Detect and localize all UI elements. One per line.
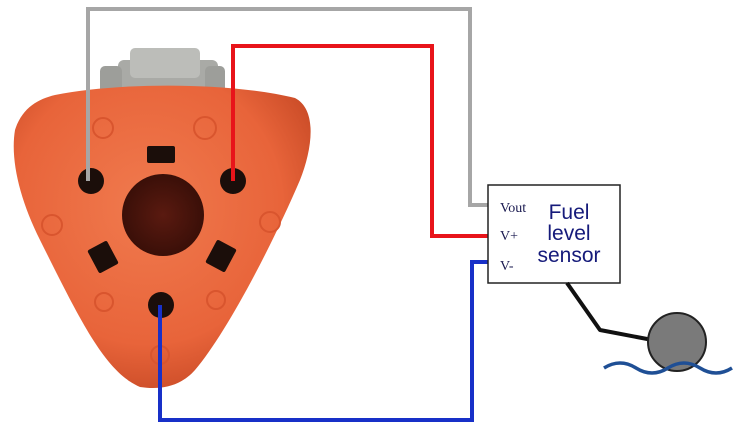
center-hole — [122, 174, 204, 256]
sensor-title-line-2: level — [547, 222, 590, 245]
molded-mark — [206, 290, 226, 310]
signal-wire — [86, 7, 488, 207]
molded-mark — [193, 116, 217, 140]
molded-mark — [92, 117, 114, 139]
pin-label-vminus: V- — [500, 259, 514, 274]
right-slot — [205, 240, 237, 272]
pin-label-vout: Vout — [500, 201, 526, 216]
sensor-title-line-3: sensor — [537, 244, 600, 267]
float-ball — [647, 312, 707, 372]
molded-mark — [259, 211, 281, 233]
negative-wire — [158, 260, 488, 422]
pin-hole-left — [78, 168, 104, 194]
pin-label-vplus: V+ — [500, 229, 518, 244]
sensor-title-line-1: Fuel — [549, 201, 590, 224]
connector — [13, 85, 311, 389]
left-slot — [87, 241, 119, 273]
top-slot — [147, 146, 175, 163]
fuel-level-sensor: Vout V+ V- Fuel level sensor — [487, 184, 621, 284]
positive-wire — [231, 44, 488, 238]
sensor-box — [487, 184, 621, 284]
float-arm — [565, 281, 664, 344]
molded-mark — [41, 214, 63, 236]
latch-top — [130, 48, 200, 78]
water-surface — [603, 361, 733, 375]
molded-mark — [94, 292, 114, 312]
